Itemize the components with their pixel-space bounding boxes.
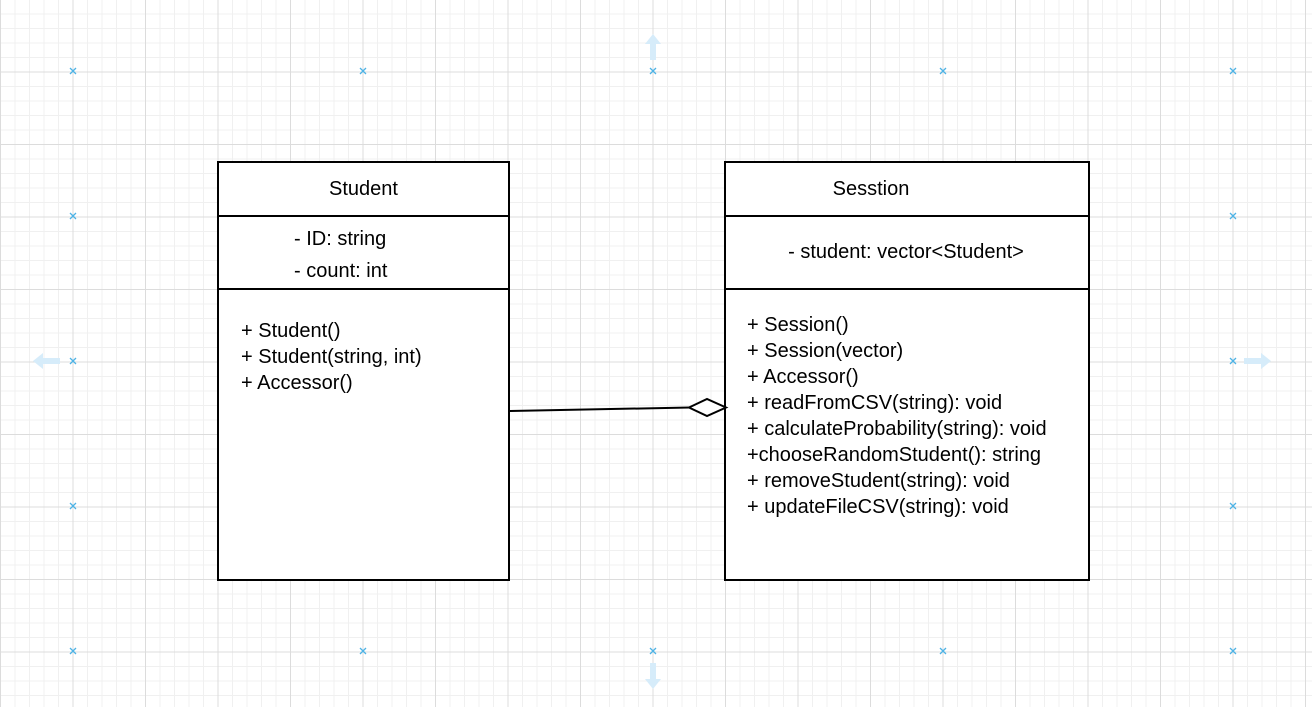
student-operations-section[interactable]: + Student() + Student(string, int) + Acc… [219, 290, 508, 396]
connection-guide-marks [69, 67, 1237, 655]
session-operation: + readFromCSV(string): void [747, 392, 1003, 414]
connection-point-x-icon[interactable] [939, 67, 947, 75]
connection-point-x-icon[interactable] [1229, 357, 1237, 365]
session-operation: + Session() [747, 314, 849, 336]
connection-point-x-icon[interactable] [1229, 647, 1237, 655]
session-class-box[interactable]: Sesstion - student: vector<Student> + Se… [724, 161, 1090, 581]
connection-point-x-icon[interactable] [69, 67, 77, 75]
session-attributes-section[interactable]: - student: vector<Student> [726, 217, 1088, 290]
student-operation: + Student(string, int) [241, 346, 422, 368]
student-operation: + Accessor() [241, 372, 353, 394]
session-operation: + removeStudent(string): void [747, 470, 1010, 492]
session-class-name: Sesstion [726, 163, 1088, 217]
connection-point-x-icon[interactable] [649, 647, 657, 655]
student-attributes-section[interactable]: - ID: string - count: int [219, 217, 508, 290]
connection-point-x-icon[interactable] [1229, 67, 1237, 75]
guide-arrow-left[interactable] [33, 353, 60, 369]
session-operations-section[interactable]: + Session() + Session(vector) + Accessor… [726, 290, 1088, 520]
connection-point-x-icon[interactable] [359, 647, 367, 655]
aggregation-diamond[interactable] [686, 397, 729, 418]
connection-point-x-icon[interactable] [69, 212, 77, 220]
student-attribute-id: - ID: string [294, 228, 387, 250]
connection-point-x-icon[interactable] [1229, 212, 1237, 220]
connection-point-x-icon[interactable] [69, 502, 77, 510]
session-operation: + Session(vector) [747, 340, 904, 362]
session-operation: + calculateProbability(string): void [747, 418, 1047, 440]
connection-point-x-icon[interactable] [1229, 502, 1237, 510]
session-operation: + Accessor() [747, 366, 859, 388]
student-class-name: Student [219, 163, 508, 217]
connection-point-x-icon[interactable] [649, 67, 657, 75]
session-attribute-student: - student: vector<Student> [788, 241, 1024, 263]
student-operation: + Student() [241, 320, 341, 342]
connection-point-x-icon[interactable] [69, 357, 77, 365]
session-operation: +chooseRandomStudent(): string [747, 444, 1042, 466]
guide-arrow-up[interactable] [645, 34, 661, 60]
connection-point-x-icon[interactable] [359, 67, 367, 75]
aggregation-connector[interactable] [509, 397, 729, 418]
guide-arrow-down[interactable] [645, 663, 661, 689]
session-operation: + updateFileCSV(string): void [747, 496, 1009, 518]
association-line[interactable] [509, 406, 691, 412]
connection-point-x-icon[interactable] [69, 647, 77, 655]
student-class-box[interactable]: Student - ID: string - count: int + Stud… [217, 161, 510, 581]
guide-arrow-right[interactable] [1244, 353, 1271, 369]
student-attribute-count: - count: int [294, 260, 388, 282]
connection-point-x-icon[interactable] [939, 647, 947, 655]
